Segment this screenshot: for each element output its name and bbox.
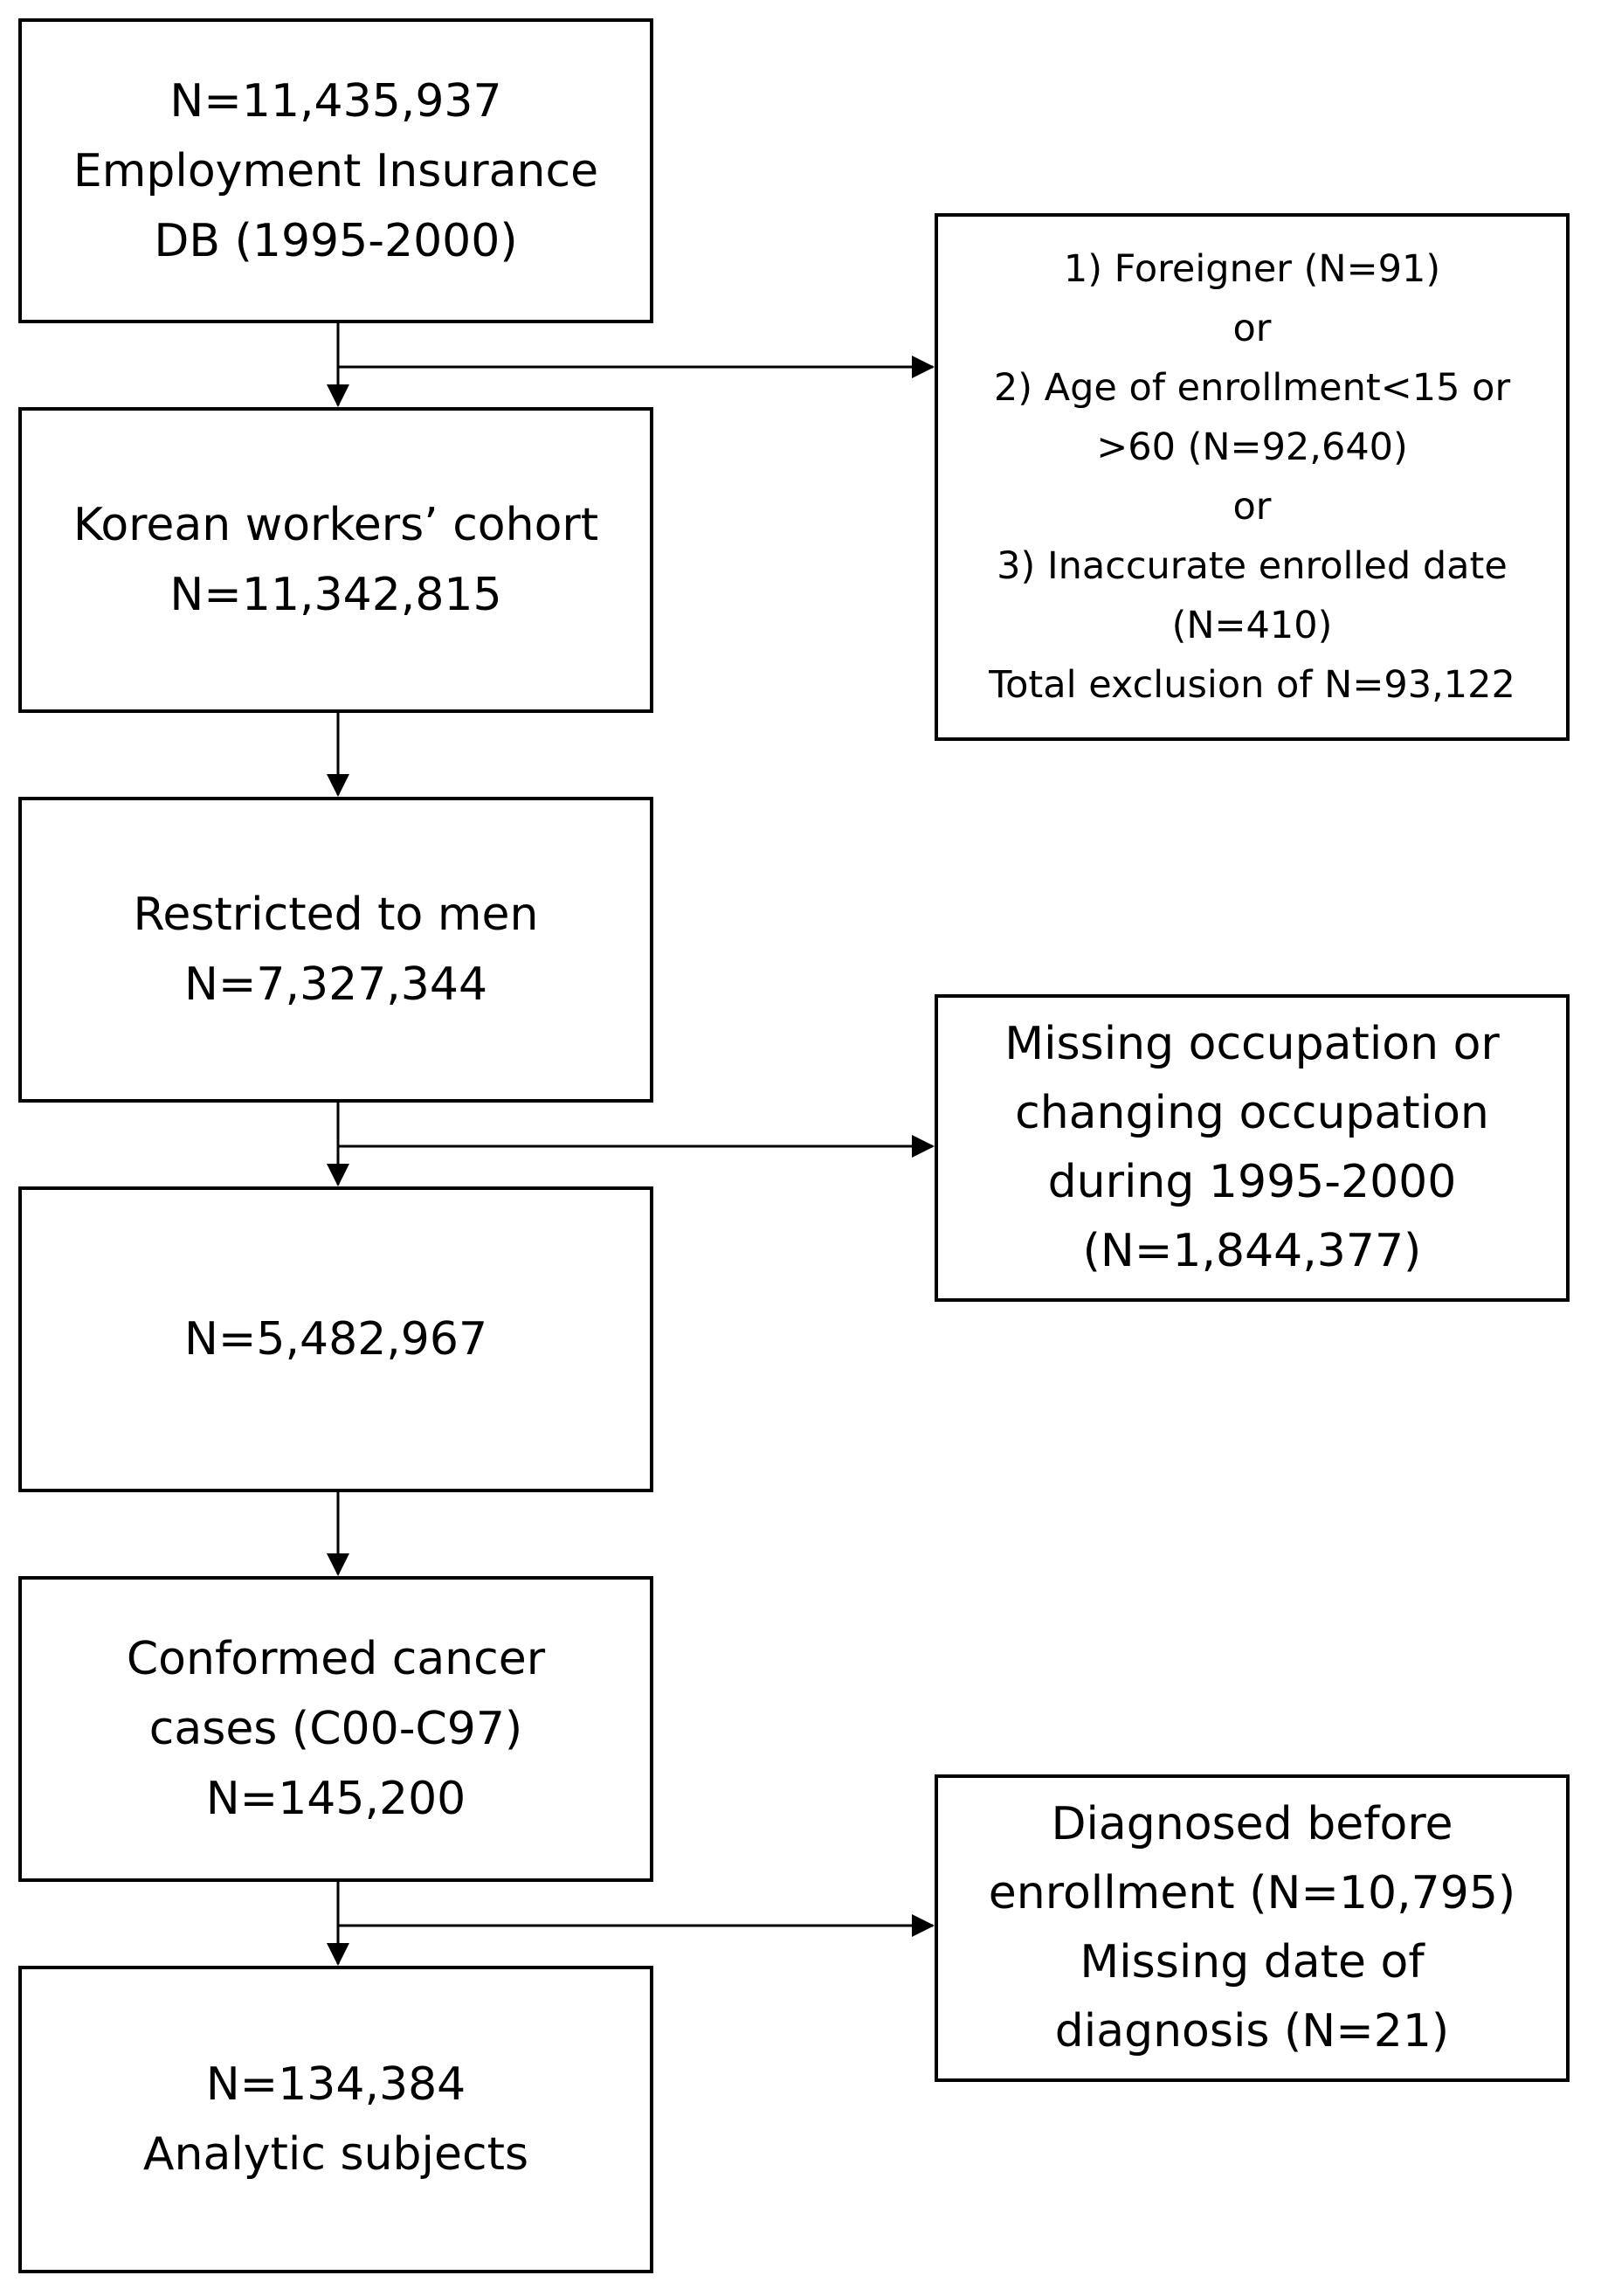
exclusion-box-occupation: Missing occupation or changing occupatio… xyxy=(935,994,1570,1302)
exclusion-text-line: 2) Age of enrollment<15 or xyxy=(993,366,1511,410)
step-text-line: DB (1995-2000) xyxy=(154,214,518,267)
step-text-line: Analytic subjects xyxy=(142,2128,529,2181)
step-stable-occupation: N=5,482,967 xyxy=(18,1186,653,1492)
exclusion-text-line: or xyxy=(1232,307,1272,350)
exclusion-text-line: >60 (N=92,640) xyxy=(1096,425,1408,469)
exclusion-text-line: or xyxy=(1232,485,1272,529)
step-korean-workers-cohort: Korean workers’ cohort N=11,342,815 xyxy=(18,407,653,713)
exclusion-box-ineligible: 1) Foreigner (N=91) or 2) Age of enrollm… xyxy=(935,213,1570,741)
exclusion-text-line: changing occupation xyxy=(1015,1087,1489,1139)
step-text-line: N=5,482,967 xyxy=(183,1313,488,1366)
step-text-line: N=145,200 xyxy=(205,1773,466,1825)
exclusion-text-line: enrollment (N=10,795) xyxy=(988,1867,1516,1919)
exclusion-text-line: during 1995-2000 xyxy=(1047,1156,1457,1208)
exclusion-text-line: Missing occupation or xyxy=(1004,1018,1500,1070)
step-restricted-to-men: Restricted to men N=7,327,344 xyxy=(18,797,653,1103)
step-text-line: N=134,384 xyxy=(205,2058,466,2111)
exclusion-text-line: Total exclusion of N=93,122 xyxy=(989,663,1515,707)
step-text-line: N=11,435,937 xyxy=(169,74,502,128)
step-employment-insurance-db: N=11,435,937 Employment Insurance DB (19… xyxy=(18,18,653,323)
step-analytic-subjects: N=134,384 Analytic subjects xyxy=(18,1966,653,2273)
step-text-line: N=7,327,344 xyxy=(183,958,488,1011)
exclusion-text-line: Missing date of xyxy=(1080,1936,1425,1988)
exclusion-box-diagnosis: Diagnosed before enrollment (N=10,795) M… xyxy=(935,1774,1570,2082)
step-text-line: N=11,342,815 xyxy=(169,569,502,621)
exclusion-text-line: (N=410) xyxy=(1171,604,1333,647)
arrowhead-down xyxy=(327,1164,349,1186)
exclusion-text-line: 1) Foreigner (N=91) xyxy=(1063,247,1441,291)
step-confirmed-cancer-cases: Conformed cancer cases (C00-C97) N=145,2… xyxy=(18,1576,653,1882)
step-text-line: Restricted to men xyxy=(133,889,539,941)
arrowhead-down xyxy=(327,774,349,797)
exclusion-text-line: diagnosis (N=21) xyxy=(1054,2005,1450,2057)
step-text-line: Employment Insurance xyxy=(72,144,599,197)
arrowhead-down xyxy=(327,1943,349,1966)
step-text-line: Korean workers’ cohort xyxy=(72,499,599,551)
step-text-line: cases (C00-C97) xyxy=(148,1703,523,1755)
arrowhead-right xyxy=(912,1914,935,1937)
arrowhead-right xyxy=(912,1135,935,1158)
arrowhead-down xyxy=(327,1553,349,1576)
exclusion-text-line: Diagnosed before xyxy=(1051,1798,1453,1850)
arrowhead-down xyxy=(327,384,349,407)
arrowhead-right xyxy=(912,356,935,378)
step-text-line: Conformed cancer xyxy=(126,1633,546,1685)
exclusion-text-line: 3) Inaccurate enrolled date xyxy=(997,544,1508,588)
exclusion-text-line: (N=1,844,377) xyxy=(1082,1225,1422,1277)
